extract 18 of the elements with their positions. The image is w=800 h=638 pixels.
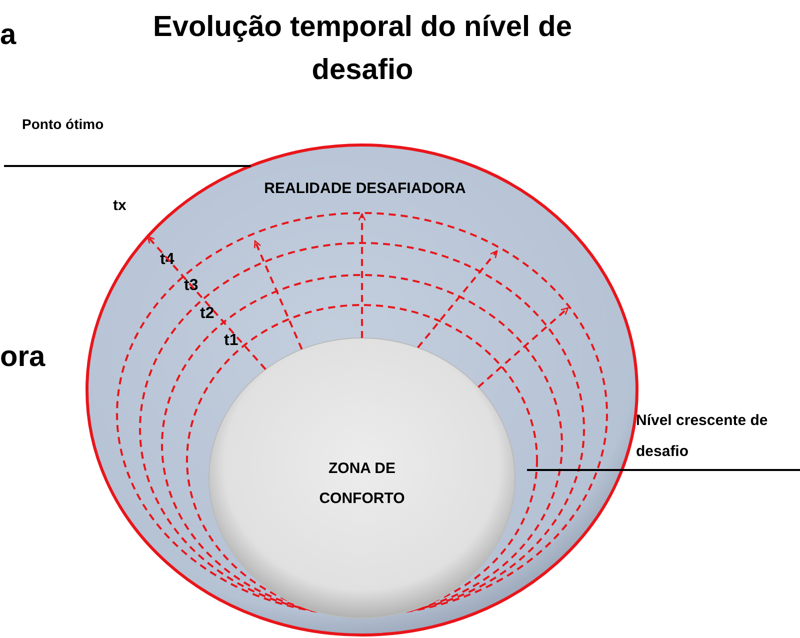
leader-line (527, 469, 800, 471)
dashed-arrow (478, 307, 569, 388)
dashed-arrow (358, 213, 366, 338)
zone-label: ZONA DE CONFORTO (318, 459, 406, 509)
annotation-text: Ponto ótimo (22, 115, 105, 134)
region-label: REALIDADE DESAFIADORA (263, 179, 467, 199)
cut-off-text: a (0, 18, 16, 53)
cut-off-text: ora (0, 340, 46, 375)
dashed-arrow (417, 250, 498, 348)
annotation-text: Nível crescente de desafio (636, 411, 769, 462)
dashed-arrow (254, 240, 303, 350)
leader-line (4, 165, 251, 167)
title: Evolução temporal do nível de desafio (152, 10, 573, 88)
time-label: tx (113, 197, 126, 215)
time-label: t2 (200, 304, 214, 324)
dashed-arrow (146, 236, 266, 370)
time-label: t1 (224, 331, 238, 350)
time-label: t3 (184, 276, 198, 296)
